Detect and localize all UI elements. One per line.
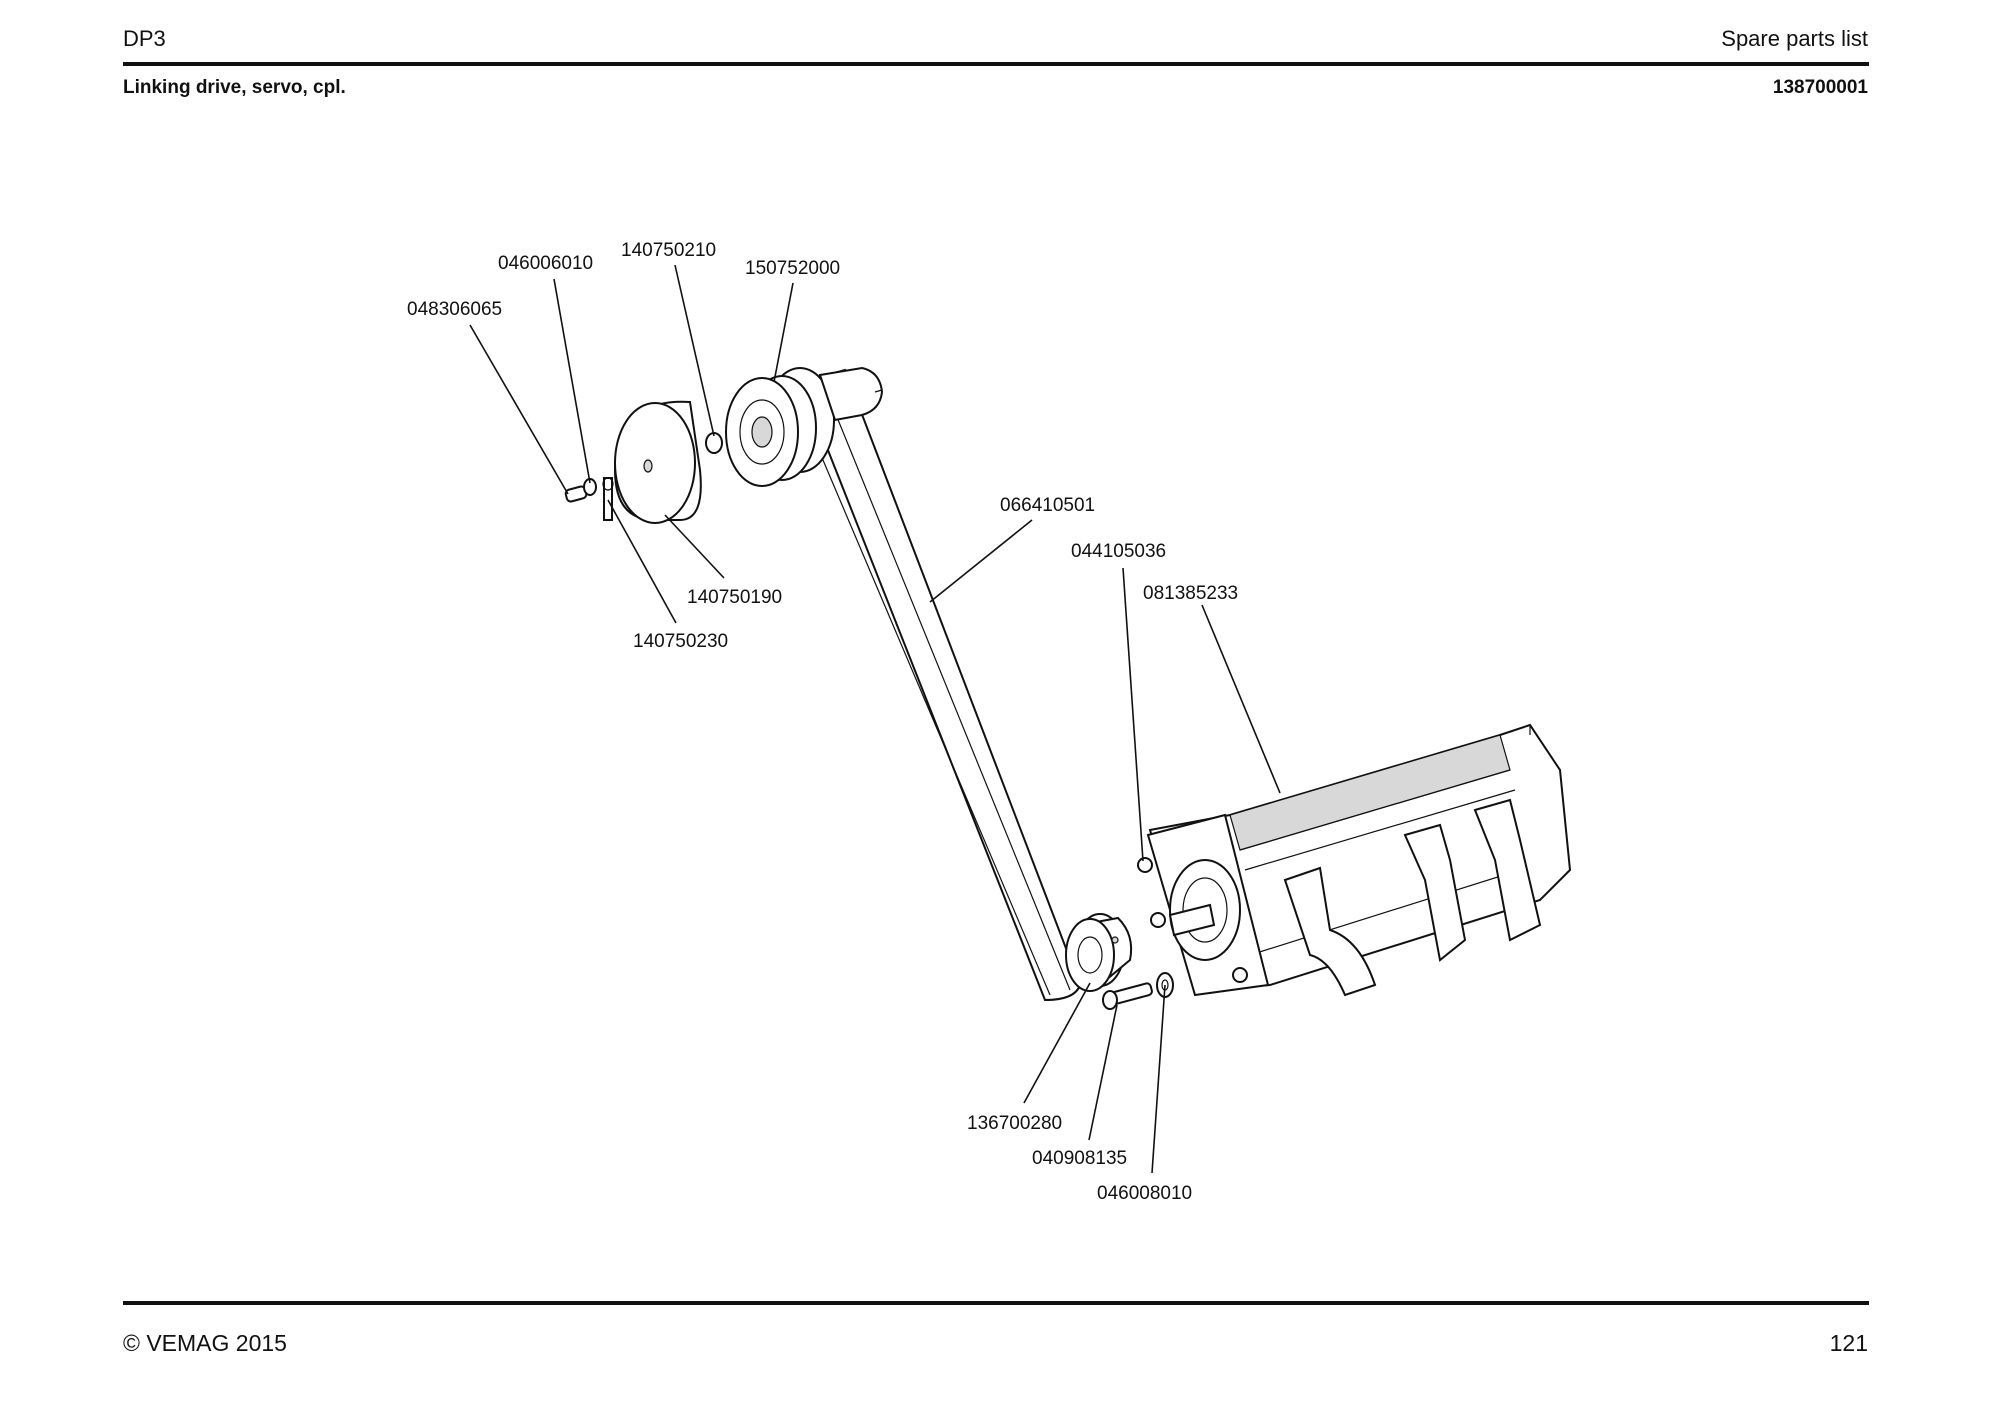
part-label-136700280: 136700280 [967,1113,1062,1134]
servo-motor-illustration [1137,723,1572,997]
header-doc-type: Spare parts list [1721,26,1868,51]
footer-page-number: 121 [1829,1330,1868,1356]
assembly-name: Linking drive, servo, cpl. [123,77,346,98]
assembly-number: 138700001 [1772,77,1868,98]
header-product: DP3 [123,26,166,51]
footer-copyright: © VEMAG 2015 [123,1330,287,1356]
leader-lines [469,264,1281,1174]
header-rule [123,62,1869,66]
belt-illustration [790,368,1082,1002]
part-label-040908135: 040908135 [1032,1148,1127,1169]
lower-pulley-illustration [1065,913,1133,992]
upper-pulley-illustration [725,366,884,487]
part-label-081385233: 081385233 [1143,583,1238,604]
part-label-044105036: 044105036 [1071,541,1166,562]
part-label-140750230: 140750230 [633,631,728,652]
part-label-140750210: 140750210 [621,240,716,261]
footer-rule [123,1301,1869,1305]
cover-screw-parts-illustration [564,477,614,521]
part-label-150752000: 150752000 [745,258,840,279]
pulley-cover-illustration [613,400,723,524]
part-label-048306065: 048306065 [407,299,502,320]
part-label-140750190: 140750190 [687,587,782,608]
part-label-046006010: 046006010 [498,253,593,274]
part-labels: 048306065 046006010 140750210 150752000 … [407,240,1238,1204]
part-label-046008010: 046008010 [1097,1183,1192,1204]
part-label-066410501: 066410501 [1000,495,1095,516]
